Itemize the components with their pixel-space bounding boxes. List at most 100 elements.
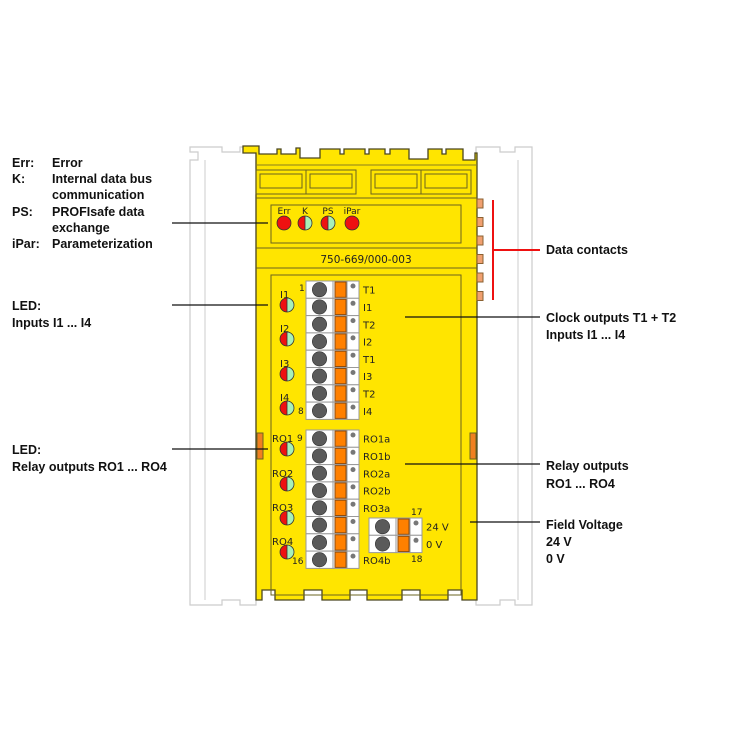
clock-inputs-label: Inputs I1 ... I4 bbox=[546, 328, 626, 342]
terminal-row[interactable]: I4 bbox=[305, 401, 372, 420]
terminal-label: I1 bbox=[363, 303, 372, 314]
terminal-number: 9 bbox=[297, 434, 303, 444]
led-red-half bbox=[280, 332, 287, 346]
led-green-half bbox=[287, 401, 294, 415]
data-contact bbox=[476, 217, 484, 227]
push-button-release[interactable] bbox=[334, 281, 347, 298]
field-voltage-24v: 24 V bbox=[546, 535, 572, 549]
relay-led-label: RO3 bbox=[272, 503, 293, 514]
push-button-release[interactable] bbox=[334, 350, 347, 368]
push-button-release[interactable] bbox=[334, 482, 347, 499]
push-button-release[interactable] bbox=[397, 535, 410, 553]
left-side-latch bbox=[256, 432, 264, 460]
test-point-icon bbox=[350, 300, 356, 306]
terminal-row[interactable] bbox=[305, 533, 360, 552]
led-red-half bbox=[280, 477, 287, 491]
push-button-release[interactable] bbox=[334, 534, 347, 551]
push-button-release[interactable] bbox=[334, 333, 347, 350]
terminal-label: RO1a bbox=[363, 435, 390, 446]
status-led-label: Err bbox=[278, 207, 291, 217]
test-point-icon bbox=[350, 432, 356, 438]
push-button-release[interactable] bbox=[334, 368, 347, 385]
led-red-half bbox=[298, 216, 305, 230]
test-point-icon bbox=[350, 449, 356, 455]
input-led-label: I4 bbox=[280, 393, 289, 404]
terminal-clamp-icon bbox=[311, 534, 327, 550]
relay-led-label: RO4 bbox=[272, 537, 293, 548]
push-button-release[interactable] bbox=[334, 447, 347, 465]
test-point-icon bbox=[350, 352, 356, 358]
led-red-half bbox=[321, 216, 328, 230]
push-button-release[interactable] bbox=[397, 518, 410, 535]
led-red bbox=[344, 215, 360, 231]
module-body bbox=[242, 145, 478, 601]
terminal-label: T1 bbox=[362, 286, 375, 297]
push-button-release[interactable] bbox=[334, 465, 347, 482]
terminal-row[interactable]: I1 bbox=[305, 297, 372, 317]
terminal-label: RO3a bbox=[363, 504, 390, 515]
test-point-housing bbox=[409, 534, 423, 554]
test-point-icon bbox=[350, 536, 356, 542]
led-green-half bbox=[287, 545, 294, 559]
terminal-label: T2 bbox=[362, 389, 375, 400]
terminal-row[interactable]: T1 bbox=[305, 349, 375, 369]
terminal-label: T2 bbox=[362, 320, 375, 331]
test-point-icon bbox=[350, 553, 356, 559]
terminal-label: RO4b bbox=[363, 556, 391, 567]
legend-text-k: Internal data bus communication bbox=[52, 172, 153, 202]
terminal-clamp-icon bbox=[311, 500, 327, 516]
terminal-row[interactable]: RO4b bbox=[305, 550, 391, 569]
terminal-clamp-icon bbox=[311, 282, 327, 298]
data-contact bbox=[476, 198, 484, 209]
terminal-label: I2 bbox=[363, 338, 372, 349]
terminal-number: 1 bbox=[299, 284, 305, 294]
terminal-row[interactable]: RO1b bbox=[305, 446, 391, 466]
test-point-housing bbox=[346, 401, 360, 420]
status-led-ps bbox=[320, 215, 336, 231]
data-contacts bbox=[476, 198, 484, 301]
led-green-half bbox=[287, 298, 294, 312]
test-point-icon bbox=[350, 404, 356, 410]
terminal-label: I4 bbox=[363, 407, 372, 418]
test-point-icon bbox=[350, 467, 356, 473]
led-red-half bbox=[280, 511, 287, 525]
input-led-label: I3 bbox=[280, 359, 289, 370]
push-button-release[interactable] bbox=[334, 551, 347, 568]
status-led-label: K bbox=[302, 207, 309, 217]
relay-outputs-label: Relay outputs bbox=[546, 459, 629, 473]
led-red-half bbox=[280, 442, 287, 456]
terminal-row[interactable]: 24 V bbox=[368, 517, 449, 536]
test-point-icon bbox=[413, 520, 419, 526]
terminal-label: RO2a bbox=[363, 469, 390, 480]
input-led-label: I1 bbox=[280, 290, 289, 301]
terminal-clamp-icon bbox=[311, 552, 327, 568]
push-button-release[interactable] bbox=[334, 402, 347, 419]
terminal-label: RO2b bbox=[363, 487, 391, 498]
input-led-2 bbox=[279, 331, 295, 347]
terminal-number: 17 bbox=[411, 508, 422, 518]
terminal-row[interactable]: RO3a bbox=[305, 498, 390, 518]
status-led-ipar bbox=[344, 215, 360, 231]
terminal-row[interactable]: 0 V bbox=[368, 534, 443, 554]
terminal-row[interactable] bbox=[305, 516, 360, 535]
terminal-row[interactable]: RO1a bbox=[305, 429, 390, 448]
push-button-release[interactable] bbox=[334, 298, 347, 316]
push-button-release[interactable] bbox=[334, 316, 347, 333]
legend-text-ipar: Parameterization bbox=[52, 237, 153, 251]
push-button-release[interactable] bbox=[334, 385, 347, 402]
push-button-release[interactable] bbox=[334, 499, 347, 517]
test-point-icon bbox=[350, 387, 356, 393]
terminal-row[interactable]: T2 bbox=[305, 315, 375, 334]
data-contacts-label: Data contacts bbox=[546, 243, 628, 257]
legend-text-ps: PROFIsafe data exchange bbox=[52, 205, 145, 235]
top-slots bbox=[255, 169, 472, 195]
led-green-half bbox=[328, 216, 335, 230]
led-green-half bbox=[287, 442, 294, 456]
part-number: 750-669/000-003 bbox=[320, 254, 411, 266]
push-button-release[interactable] bbox=[334, 517, 347, 534]
led-green-half bbox=[287, 332, 294, 346]
push-button-release[interactable] bbox=[334, 430, 347, 447]
relay-led-2 bbox=[279, 476, 295, 492]
